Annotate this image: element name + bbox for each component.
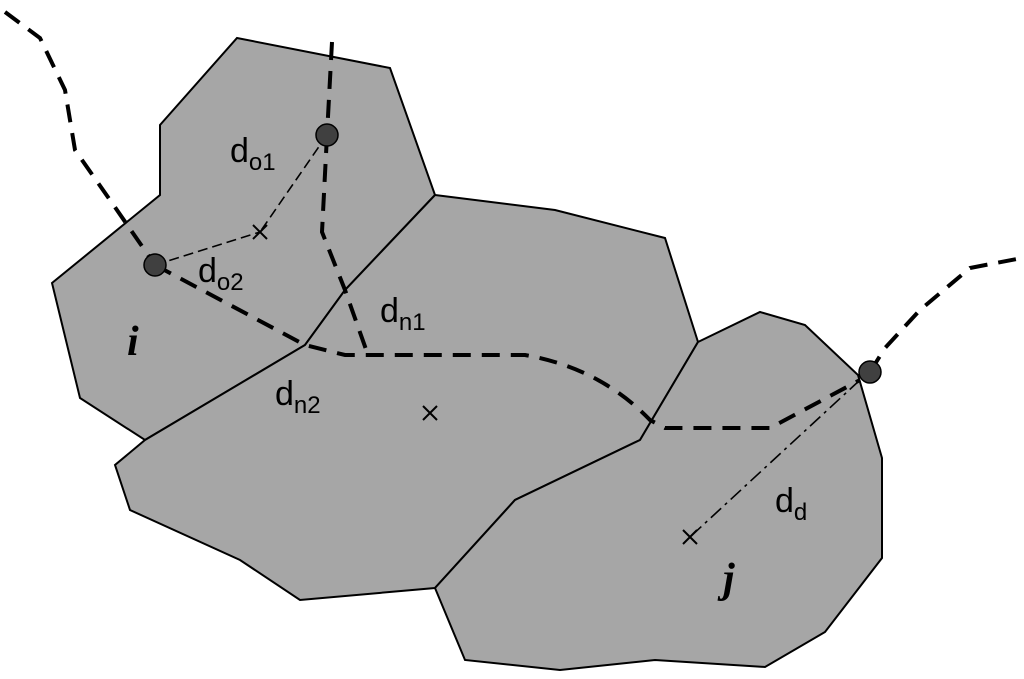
path-left-access	[3, 10, 157, 267]
nodes	[143, 123, 882, 384]
path-do1-to-crossing	[319, 134, 370, 356]
label-dd: dd	[775, 482, 807, 526]
label-do1: do1	[230, 132, 276, 176]
centroids	[252, 224, 698, 545]
network-paths	[3, 10, 1023, 430]
node-top	[315, 123, 339, 147]
zone-j	[433, 310, 883, 672]
label-dn1: dn1	[380, 292, 426, 336]
centroid-zone-j-marker	[682, 529, 698, 545]
label-do2: do2	[198, 252, 244, 296]
zone-middle	[113, 193, 700, 602]
path-main-corridor	[154, 263, 861, 430]
path-top-access	[325, 41, 334, 136]
label-dn2: dn2	[275, 375, 321, 419]
dd-line	[689, 379, 861, 538]
do2-line	[154, 231, 261, 266]
distance-lines	[154, 134, 861, 538]
centroid-zone-i-marker	[252, 224, 268, 240]
centroid-zone-middle-marker	[422, 405, 438, 421]
label-zone-i: i	[127, 319, 139, 365]
do1-line	[259, 134, 328, 233]
node-right	[858, 360, 882, 384]
path-right-access	[868, 256, 1023, 374]
node-left	[143, 253, 167, 277]
